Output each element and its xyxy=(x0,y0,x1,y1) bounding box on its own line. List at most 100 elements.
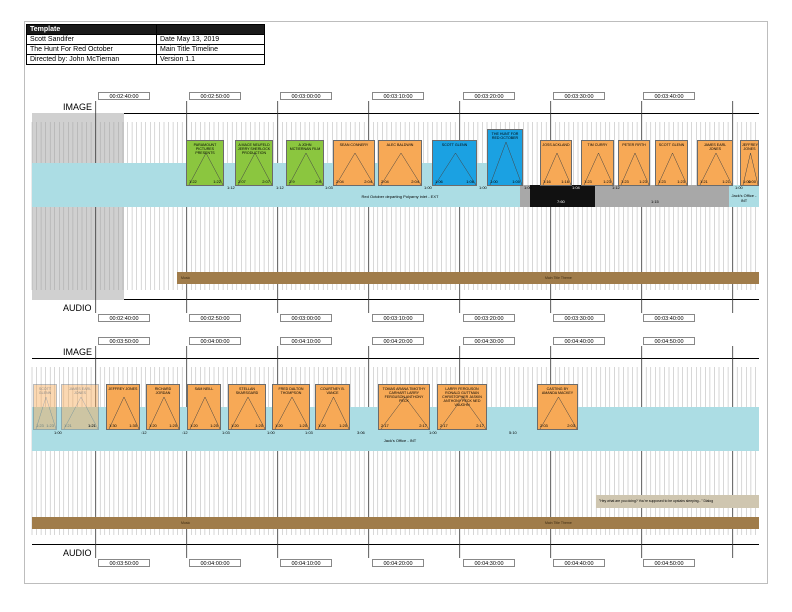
timing-marker: 1:04 xyxy=(572,185,580,190)
card-in-duration: 1:21 xyxy=(64,423,72,428)
card-in-duration: 2:04 xyxy=(336,179,344,184)
card-slate-line xyxy=(556,152,571,185)
card-in-duration: 1:20 xyxy=(231,423,239,428)
card-slate-line xyxy=(462,396,486,429)
title-card[interactable]: SAM NEILL 1:20 1:20 xyxy=(187,384,221,430)
card-slate-lines xyxy=(230,396,265,429)
card-slate-line xyxy=(123,396,139,429)
card-slate-lines xyxy=(189,396,220,429)
card-out-duration: 1:23 xyxy=(603,179,611,184)
card-slate-line xyxy=(404,396,429,429)
dialog-note: "Hey what are you doing? You're supposed… xyxy=(596,495,759,508)
card-out-duration: 1:20 xyxy=(255,423,263,428)
card-slate-lines xyxy=(274,396,309,429)
card-in-duration: 1:20 xyxy=(275,423,283,428)
card-slate-lines xyxy=(108,396,139,429)
strip1-audio-timecode: 00:03:20:00 xyxy=(463,314,515,322)
card-slate-lines xyxy=(188,152,223,185)
card-slate-line xyxy=(80,396,98,429)
timing-marker: 1:12 xyxy=(612,185,620,190)
title-card[interactable]: TOMAS ARANA TIMOTHY CARHART LARRY FERGUS… xyxy=(378,384,430,430)
strip2-audio-timecode: 00:04:10:00 xyxy=(280,559,332,567)
strip2-timecode: 00:04:30:00 xyxy=(463,337,515,345)
card-in-duration: 2:17 xyxy=(381,423,389,428)
strip1-audio-timecode: 00:03:40:00 xyxy=(643,314,695,322)
card-in-duration: 1:23 xyxy=(584,179,592,184)
card-slate-line xyxy=(489,141,507,185)
card-slate-lines xyxy=(434,152,476,185)
title-card[interactable]: STELLAN SKARSGARD 1:20 1:20 xyxy=(228,384,266,430)
title-card-name: PETER FIRTH xyxy=(622,143,646,147)
card-slate-line xyxy=(400,152,421,185)
strip1-timecode: 00:03:10:00 xyxy=(372,92,424,100)
card-slate-lines xyxy=(539,396,577,429)
timing-marker: 1:15 xyxy=(651,199,659,204)
card-slate-line xyxy=(247,396,265,429)
timing-marker: 3:06 xyxy=(357,430,365,435)
timing-marker: 1:00 xyxy=(735,185,743,190)
title-card[interactable]: A MACE NEUFELD JERRY SHERLOCK PRODUCTION… xyxy=(235,140,273,186)
title-card-name: SAM NEILL xyxy=(194,387,214,391)
card-out-duration: 1:20 xyxy=(299,423,307,428)
title-card-name: JEFFREY JONES xyxy=(108,387,138,391)
card-slate-line xyxy=(657,152,673,185)
timing-marker: 1:21 xyxy=(88,423,96,428)
card-in-duration: 1:23 xyxy=(36,423,44,428)
strip1-audio-timecode: 00:02:50:00 xyxy=(189,314,241,322)
card-in-duration: 1:22 xyxy=(189,179,197,184)
card-slate-line xyxy=(354,152,374,185)
card-slate-lines xyxy=(439,396,486,429)
title-card[interactable]: LARRY FERGUSON RONALD GUTTMAN CHRISTOPHE… xyxy=(437,384,487,430)
card-in-duration: 2:04 xyxy=(381,179,389,184)
card-slate-lines xyxy=(699,152,732,185)
strip1-audio-track xyxy=(177,272,759,284)
title-card-name: JAMES EARL JONES xyxy=(703,143,727,151)
card-slate-line xyxy=(583,152,599,185)
card-slate-lines xyxy=(742,152,758,185)
strip1-scene-label: Red October departing Polyarny inlet - E… xyxy=(361,194,439,199)
card-in-duration: 1:23 xyxy=(621,179,629,184)
card-slate-line xyxy=(148,396,165,429)
title-card-name: STELLAN SKARSGARD xyxy=(235,387,259,395)
info-version: Version 1.1 xyxy=(156,54,265,65)
strip1-black-segment xyxy=(530,185,595,207)
card-out-duration: 1:06 xyxy=(466,179,474,184)
card-out-duration: 1:20 xyxy=(210,423,218,428)
strip2-timecode: 00:04:10:00 xyxy=(280,337,332,345)
timing-marker: 1:00 xyxy=(54,430,62,435)
card-out-duration: 1:23 xyxy=(46,423,54,428)
strip2-audio-timecode: 00:04:30:00 xyxy=(463,559,515,567)
page-frame xyxy=(24,21,768,584)
timing-marker: 1:12 xyxy=(276,185,284,190)
title-card-name: SEAN CONNERY xyxy=(339,143,369,147)
title-card-name: THE HUNT FOR RED OCTOBER xyxy=(491,132,519,140)
image-label-1: IMAGE xyxy=(63,102,93,112)
card-out-duration: 1:23 xyxy=(677,179,685,184)
card-slate-line xyxy=(434,152,456,185)
card-in-duration: 2:9 xyxy=(289,179,295,184)
card-out-duration: 1:21 xyxy=(88,423,96,428)
title-card-name: ALEC BALDWIN xyxy=(386,143,414,147)
card-in-duration: 1:20 xyxy=(190,423,198,428)
title-card-name: CASTING BY AMANDA MACKEY xyxy=(541,387,574,395)
card-slate-lines xyxy=(317,396,349,429)
